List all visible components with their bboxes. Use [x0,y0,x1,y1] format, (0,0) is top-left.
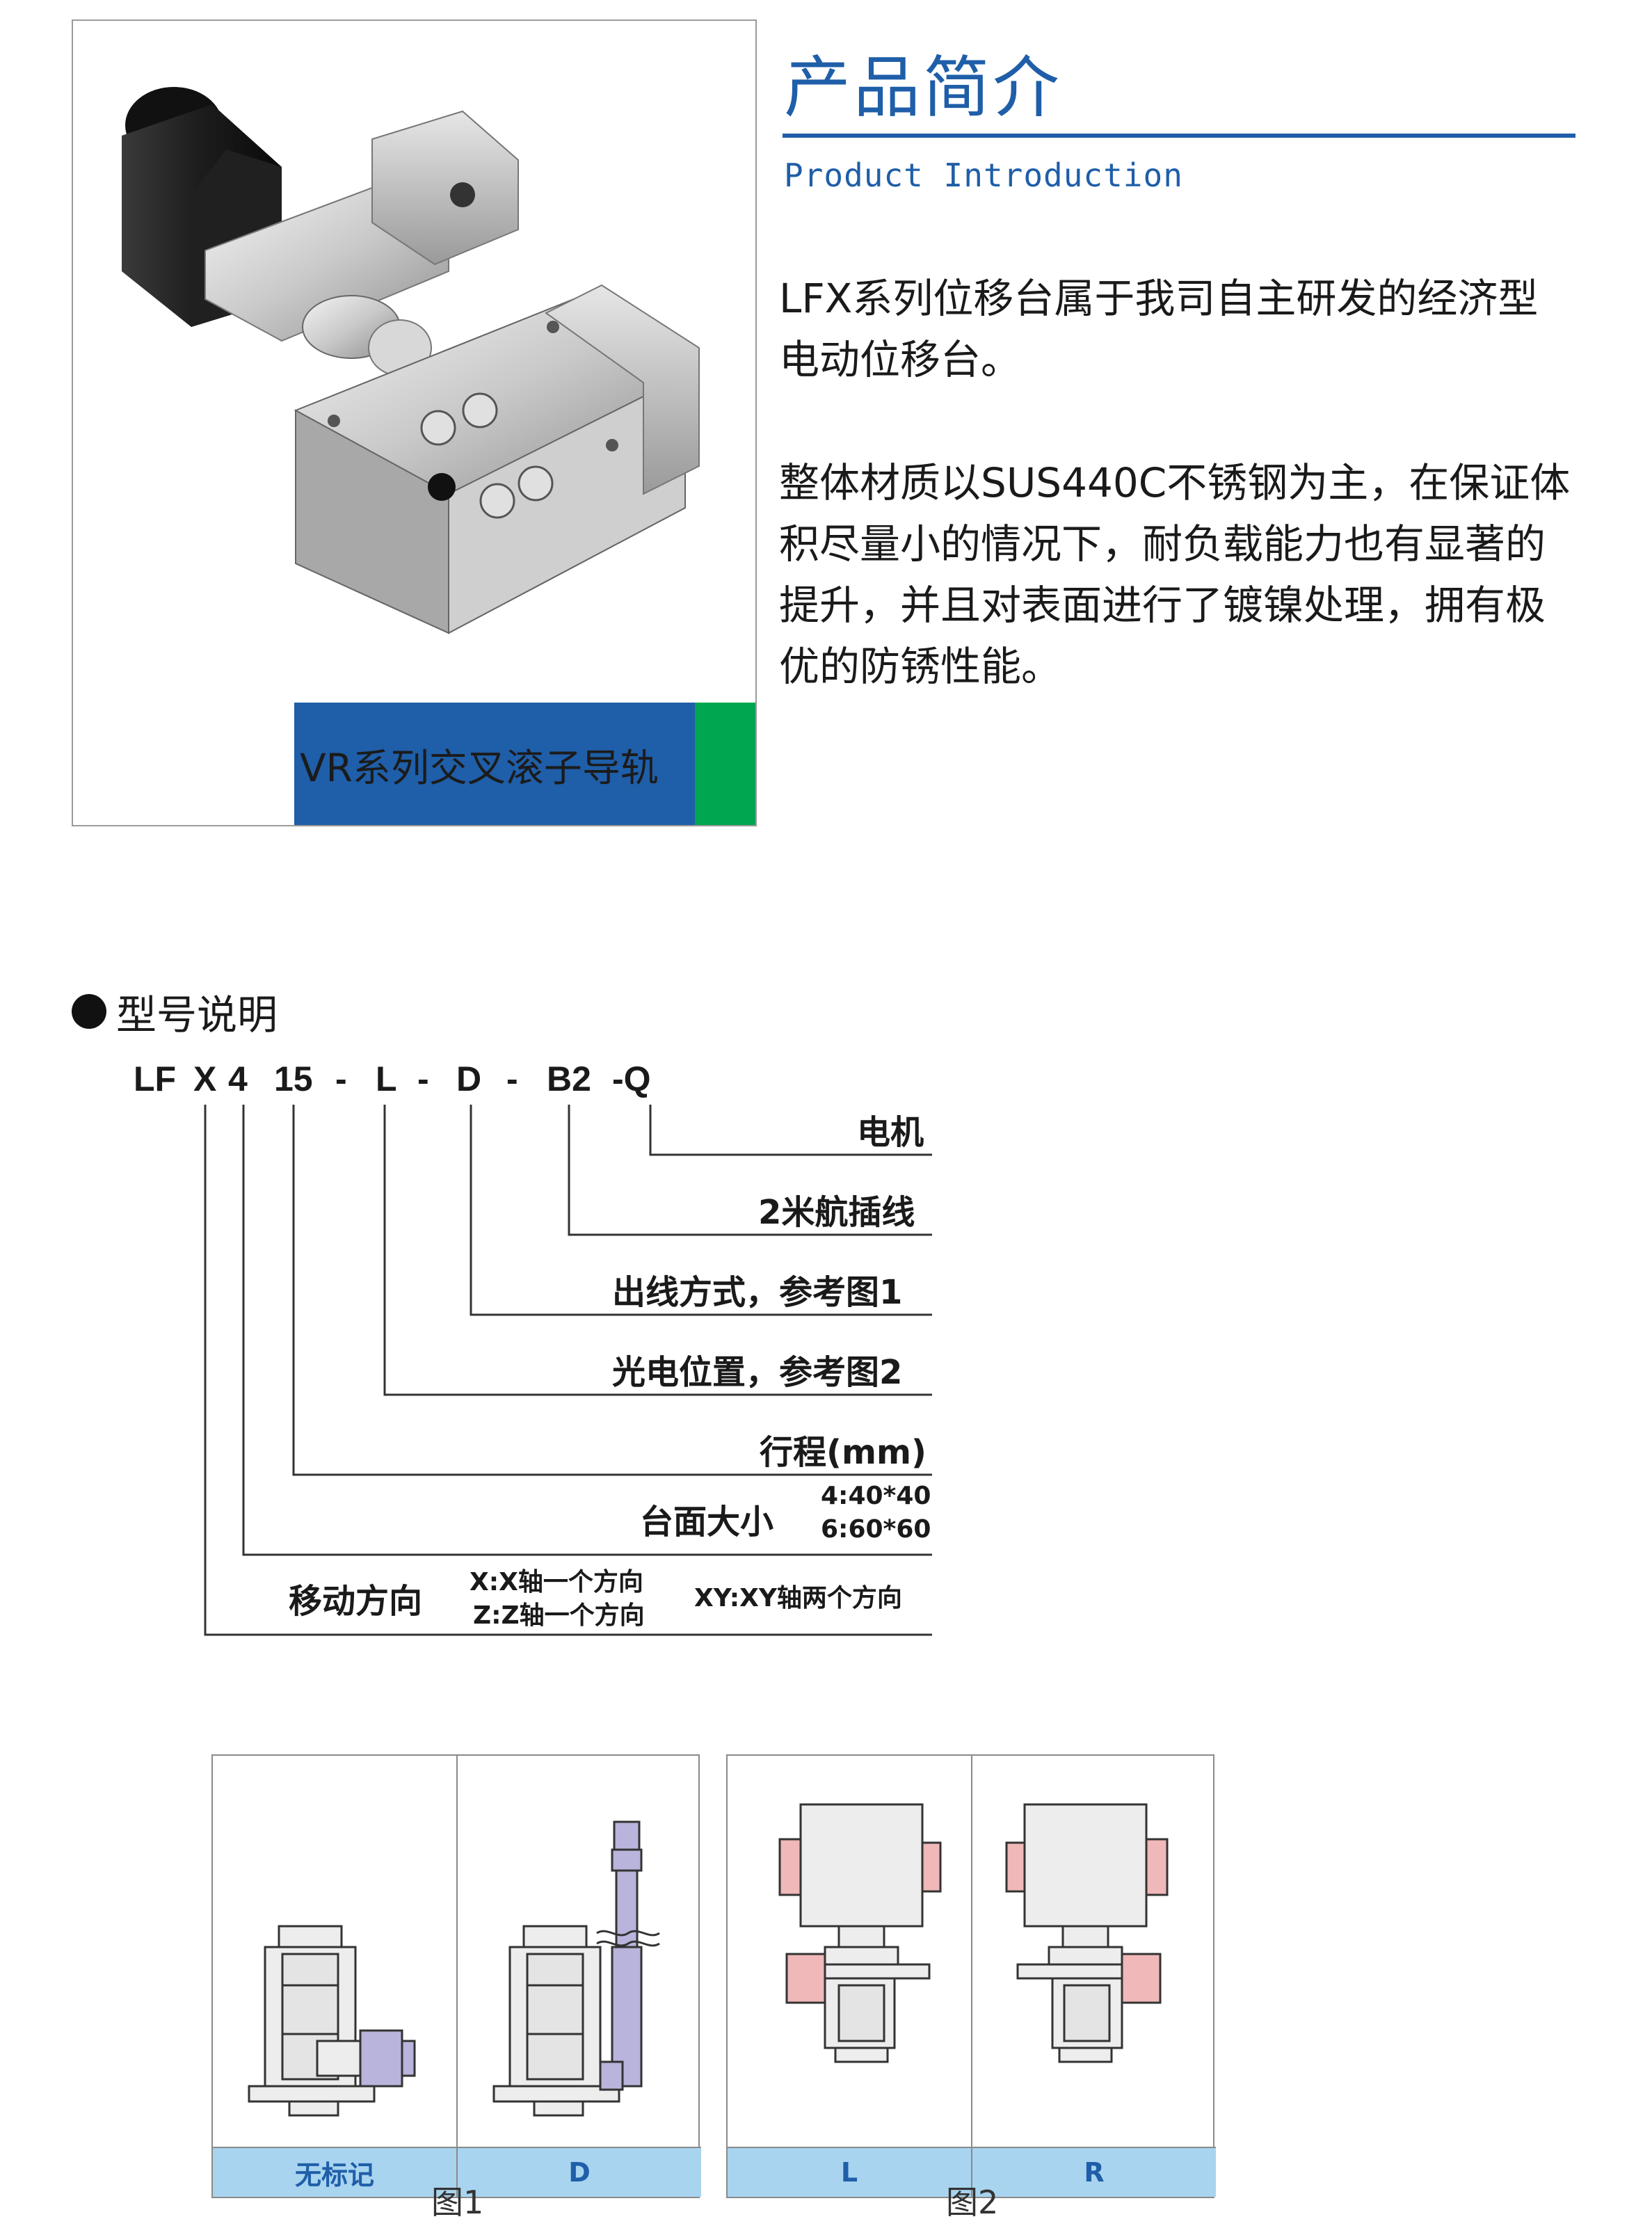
intro-line: 优的防锈性能。 [779,643,1062,690]
code-15: 15 [274,1059,313,1098]
caption-accent-block [695,703,755,825]
product-image [122,87,700,634]
figure-1-caption: 图1 [431,2184,484,2221]
figure-2-panel: L R [726,1754,1216,2198]
sensor-position-r-drawing [1005,1803,1169,2063]
code-dash-2: - [417,1059,429,1098]
section-title: 型号说明 [116,991,278,1039]
label-sensor: 光电位置，参考图2 [612,1353,903,1392]
intro-line: 积尽量小的情况下，耐负载能力也有显著的 [779,520,1546,568]
intro-line: 提升，并且对表面进行了镀镍处理，拥有极 [779,582,1546,629]
intro-line: 整体材质以SUS440C不锈钢为主，在保证体 [779,459,1571,506]
sensor-position-l-drawing [778,1803,942,2063]
label-direction-option-2: Z:Z轴一个方向 [473,1601,645,1630]
intro-paragraph-2: 整体材质以SUS440C不锈钢为主，在保证体 积尽量小的情况下，耐负载能力也有显… [779,452,1600,697]
intro-line: 电动位移台。 [779,336,1022,383]
figure-2-caption: 图2 [946,2184,999,2221]
label-size-option-1: 4:40*40 [821,1482,931,1510]
model-section-header: 型号说明 [72,982,278,1041]
code-q: -Q [612,1059,651,1098]
figure-2-label-l: L [728,2147,971,2197]
figure-1-panel: 无标记 D [211,1754,701,2198]
figure-1-label-d: D [458,2147,701,2197]
caption-bar: VR系列交叉滚子导轨 [294,703,695,825]
intro-title: 产品简介 [784,49,1062,127]
figure-2-cell-l: L [728,1756,971,2197]
bullet-icon [72,994,106,1029]
label-outlet: 出线方式，参考图1 [612,1273,903,1312]
code-b2: B2 [547,1059,591,1098]
figure-2-label-r: R [972,2147,1216,2197]
stage-outlet-d-drawing [492,1820,660,2117]
label-direction: 移动方向 [289,1582,423,1621]
label-direction-option-3: XY:XY轴两个方向 [694,1584,902,1612]
code-dash-3: - [506,1059,518,1098]
figure-2-cell-r: R [971,1756,1216,2197]
code-l: L [376,1059,397,1098]
stage-outlet-default-drawing [248,1925,416,2117]
label-stroke: 行程(mm) [760,1433,927,1472]
intro-paragraph-1: LFX系列位移台属于我司自主研发的经济型 电动位移台。 [779,268,1600,390]
label-motor: 电机 [857,1113,924,1152]
product-photo-frame: VR系列交叉滚子导轨 [72,19,757,826]
label-cable: 2米航插线 [758,1193,915,1232]
code-lf: LF [134,1059,177,1098]
label-size-option-2: 6:60*60 [821,1515,931,1544]
intro-line: LFX系列位移台属于我司自主研发的经济型 [779,275,1539,322]
label-direction-option-1: X:X轴一个方向 [470,1568,643,1596]
code-4: 4 [228,1059,248,1098]
caption-text: VR系列交叉滚子导轨 [300,746,659,790]
intro-divider [783,134,1575,138]
code-x: X [193,1059,217,1098]
figure-1-cell-d: D [456,1756,701,2197]
label-table-size: 台面大小 [640,1503,774,1542]
code-dash-1: - [335,1059,347,1098]
code-d: D [456,1059,482,1098]
figure-1-cell-no-mark: 无标记 [213,1756,456,2197]
intro-subtitle: Product Introduction [784,157,1183,194]
figure-1-label-no-mark: 无标记 [213,2147,456,2197]
